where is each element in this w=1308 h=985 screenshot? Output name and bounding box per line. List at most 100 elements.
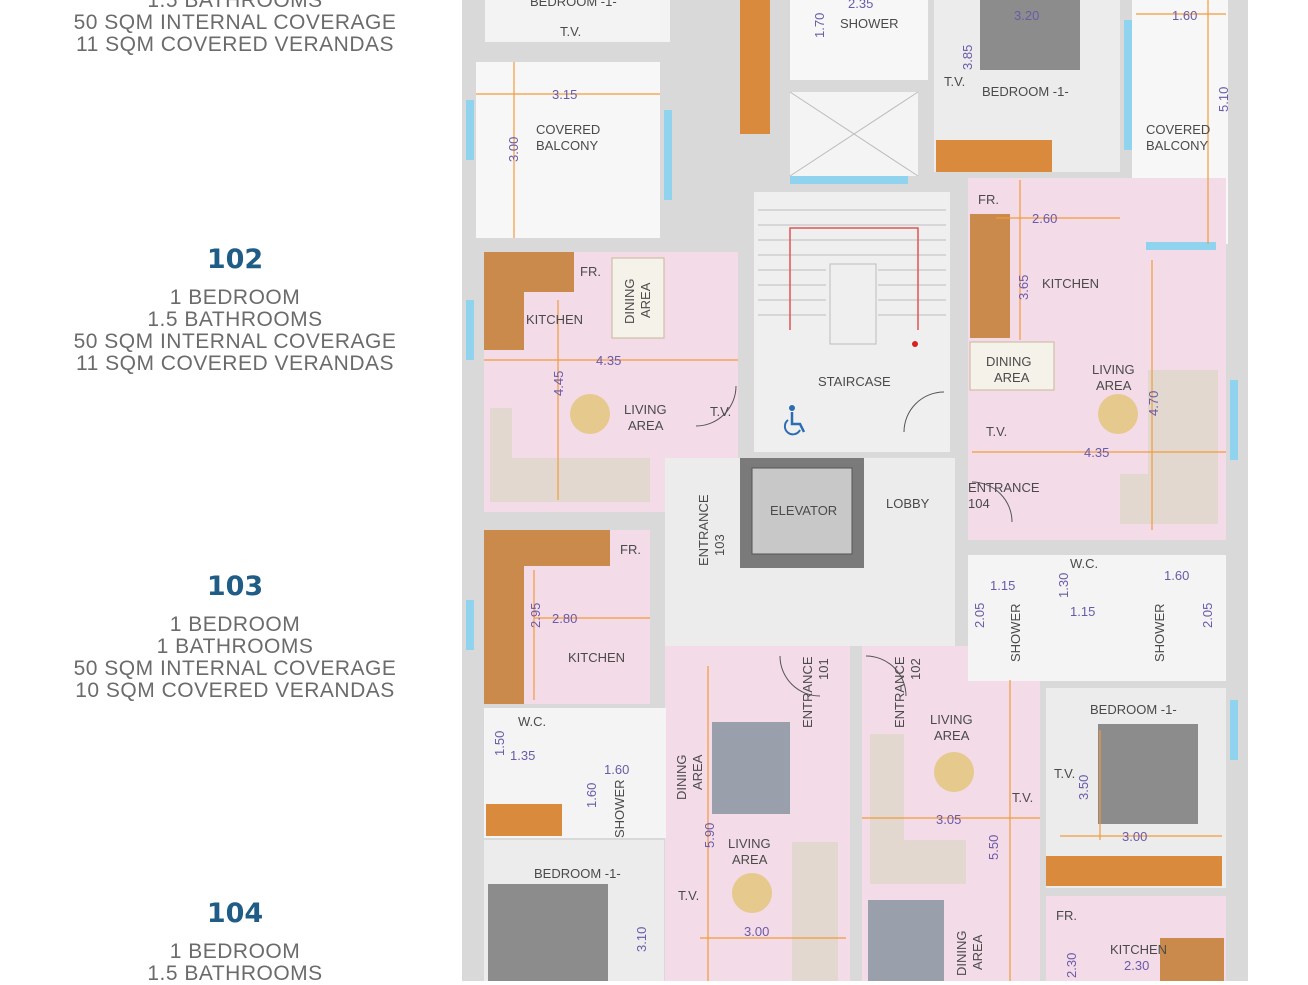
dimension-label: 1.15 [1070,604,1095,619]
bathrooms-right-floor [968,555,1226,681]
tv-label: T.V. [678,888,699,903]
room-label: 104 [968,496,990,511]
room-label: KITCHEN [1110,942,1167,957]
bed [980,0,1080,70]
tv-label: T.V. [1012,790,1033,805]
coffee-table [570,394,610,434]
dimension-label: 1.15 [990,578,1015,593]
wardrobe [1046,856,1222,886]
wardrobe [740,0,770,134]
unit-number: 104 [206,898,264,929]
stair-arrow [789,227,919,330]
room-label: SHOWER [840,16,899,31]
dimension-label: 4.35 [596,353,621,368]
dimension-label: 3.10 [634,927,649,952]
kitchen-counter [970,214,1010,338]
dimension-label: 3.50 [1076,775,1091,800]
window [664,110,672,200]
room-label: AREA [638,282,653,318]
kitchen-counter [484,530,524,704]
sofa [490,458,650,502]
wardrobe [486,804,562,836]
room-label: LIVING [728,836,771,851]
dimension-label: 2.95 [528,603,543,628]
room-label: COVERED [536,122,600,137]
unit-spec: 1.5 BATHROOMS [147,0,323,12]
room-label: KITCHEN [526,312,583,327]
room-label: W.C. [1070,556,1098,571]
shower-top-floor [790,0,928,80]
unit-number: 103 [206,571,264,602]
dimension-label: 5.90 [702,823,717,848]
room-label: AREA [732,852,768,867]
room-label: BEDROOM -1- [534,866,621,881]
unit-spec: 50 SQM INTERNAL COVERAGE [73,330,397,353]
room-label: AREA [970,934,985,970]
window [1230,380,1238,460]
dimension-label: 2.80 [552,611,577,626]
coffee-table [934,752,974,792]
dimension-label: 2.30 [1064,953,1079,978]
tv-label: T.V. [944,74,965,89]
room-label: 103 [712,534,727,556]
room-label: AREA [690,754,705,790]
fridge-label: FR. [580,264,601,279]
room-label: ENTRANCE [696,494,711,566]
balcony-left-floor [476,62,660,238]
tv-label: T.V. [1054,766,1075,781]
dimension-label: 4.70 [1146,391,1161,416]
room-label: LOBBY [886,496,930,511]
door-swings [695,385,1013,697]
tv-label: T.V. [560,24,581,39]
room-label: LIVING [1092,362,1135,377]
unit-102-summary: 102 1 BEDROOM 1.5 BATHROOMS 50 SQM INTER… [0,244,470,375]
fridge-label: FR. [978,192,999,207]
room-label: SHOWER [612,780,627,839]
unit-spec: 1 BEDROOM [169,286,301,309]
tv-label: T.V. [710,404,731,419]
window [1124,20,1132,150]
bed [1098,724,1198,824]
dimension-label: 3.65 [1016,275,1031,300]
room-label: AREA [994,370,1030,385]
wardrobe [936,140,1052,172]
room-label: BEDROOM -1- [530,0,617,9]
tv-label: T.V. [986,424,1007,439]
dimension-label: 1.60 [604,762,629,777]
unit-spec: 1 BATHROOMS [156,635,314,658]
window [1230,700,1238,760]
dimension-label: 4.35 [1084,445,1109,460]
room-label: ELEVATOR [770,503,837,518]
room-label: ENTRANCE [968,480,1040,495]
elevator-car [751,467,853,555]
staircase-floor [754,192,950,452]
bedroom-top-floor [485,0,670,42]
dimension-label: 4.45 [551,371,566,396]
dimension-label: 1.60 [584,783,599,808]
room-label: DINING [674,755,689,801]
unit-spec: 1 BEDROOM [169,940,301,963]
kitchen-counter [484,252,574,292]
room-label: BEDROOM -1- [1090,702,1177,717]
dimension-label: 1.50 [492,731,507,756]
bed [488,884,608,981]
room-label: AREA [934,728,970,743]
unit-spec: 50 SQM INTERNAL COVERAGE [73,657,397,680]
dining-table [611,257,665,339]
dimension-label: 3.15 [552,87,577,102]
room-label: W.C. [518,714,546,729]
sofa [792,842,838,981]
dining-table [969,341,1055,391]
room-label: AREA [1096,378,1132,393]
room-label: ENTRANCE [800,656,815,728]
dimension-label: 3.00 [1122,829,1147,844]
room-label: AREA [628,418,664,433]
window [466,600,474,650]
dimension-label: 1.35 [510,748,535,763]
unit-legend: 1.5 BATHROOMS 50 SQM INTERNAL COVERAGE 1… [0,0,470,985]
dining-table [712,722,790,814]
room-label: COVERED [1146,122,1210,137]
wheelchair-icon [783,405,806,436]
dimension-lines [476,0,1226,981]
